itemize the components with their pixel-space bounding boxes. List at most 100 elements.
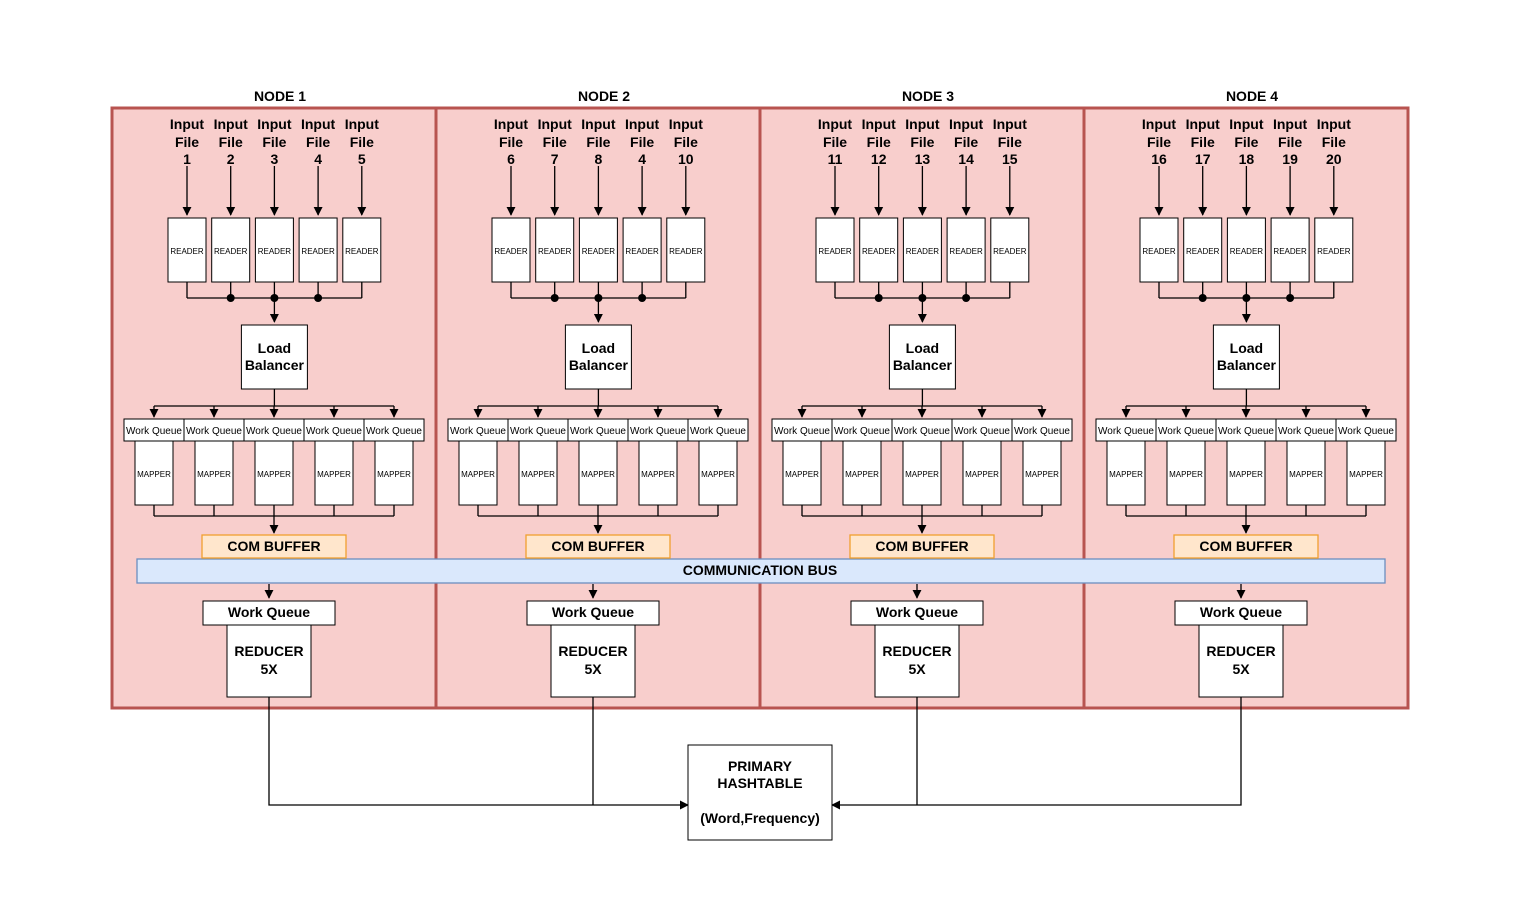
reader-box xyxy=(167,217,207,283)
reader-box xyxy=(1270,217,1310,283)
reader-label: READER xyxy=(345,247,379,256)
mapper-label: MAPPER xyxy=(701,470,735,479)
reader-box xyxy=(666,217,706,283)
input-file-label: File xyxy=(219,134,243,150)
input-file-label: File xyxy=(543,134,567,150)
work-queue-label: Work Queue xyxy=(690,426,746,437)
mapper-box xyxy=(962,440,1002,506)
reader-label: READER xyxy=(818,247,852,256)
mapper-box xyxy=(1286,440,1326,506)
reader-box xyxy=(211,217,251,283)
work-queue-label: Work Queue xyxy=(1014,426,1070,437)
hashtable-label: HASHTABLE xyxy=(717,775,802,791)
reader-label: READER xyxy=(1273,247,1307,256)
reader-label: READER xyxy=(214,247,248,256)
input-file-label: Input xyxy=(1142,116,1177,132)
junction-dot xyxy=(1198,294,1207,302)
mapper-label: MAPPER xyxy=(1289,470,1323,479)
com-buffer-box xyxy=(1173,534,1319,559)
input-file-label: File xyxy=(350,134,374,150)
work-queue-label: Work Queue xyxy=(1338,426,1394,437)
reader-label: READER xyxy=(1317,247,1351,256)
work-queue-label: Work Queue xyxy=(1218,426,1274,437)
mapper-box xyxy=(194,440,234,506)
mapper-box xyxy=(374,440,414,506)
mapper-label: MAPPER xyxy=(965,470,999,479)
node-1: NODE 1InputFile1READERInputFile2READERIn… xyxy=(123,88,425,698)
reader-box xyxy=(298,217,338,283)
mapper-label: MAPPER xyxy=(1169,470,1203,479)
reducer-box xyxy=(550,624,636,698)
reducer-to-hashtable-arrow xyxy=(831,697,1242,810)
communication-bus-label: COMMUNICATION BUS xyxy=(683,562,838,578)
mapper-label: MAPPER xyxy=(137,470,171,479)
reader-label: READER xyxy=(669,247,703,256)
com-buffer-label: COM BUFFER xyxy=(875,538,968,554)
com-buffer-label: COM BUFFER xyxy=(227,538,320,554)
input-file-label: Input xyxy=(818,116,853,132)
hashtable-label: PRIMARY xyxy=(728,758,793,774)
mapper-box xyxy=(458,440,498,506)
mapper-label: MAPPER xyxy=(905,470,939,479)
mapper-label: MAPPER xyxy=(197,470,231,479)
mapper-label: MAPPER xyxy=(521,470,555,479)
mapper-label: MAPPER xyxy=(1349,470,1383,479)
mapper-label: MAPPER xyxy=(1229,470,1263,479)
input-file-label: Input xyxy=(1229,116,1264,132)
input-file-number: 18 xyxy=(1239,151,1255,167)
input-file-label: File xyxy=(1191,134,1215,150)
input-file-label: Input xyxy=(1317,116,1352,132)
input-file-label: Input xyxy=(1186,116,1221,132)
load-balancer-label: Load xyxy=(258,340,291,356)
reader-label: READER xyxy=(170,247,204,256)
reducer-label: REDUCER xyxy=(234,643,303,659)
input-file-label: Input xyxy=(862,116,897,132)
junction-dot xyxy=(874,294,883,302)
input-file-label: File xyxy=(674,134,698,150)
input-file-label: Input xyxy=(581,116,616,132)
com-buffer-label: COM BUFFER xyxy=(551,538,644,554)
node-title: NODE 3 xyxy=(902,88,954,104)
input-file-label: File xyxy=(998,134,1022,150)
mapper-label: MAPPER xyxy=(845,470,879,479)
work-queue-label: Work Queue xyxy=(570,426,626,437)
reducer-label: REDUCER xyxy=(558,643,627,659)
mapper-box xyxy=(638,440,678,506)
input-file-label: File xyxy=(630,134,654,150)
reader-box xyxy=(254,217,294,283)
reducer-label: 5X xyxy=(584,661,602,677)
work-queue-label: Work Queue xyxy=(510,426,566,437)
reducer-work-queue-box xyxy=(1174,600,1308,626)
com-buffer-box xyxy=(201,534,347,559)
input-file-label: File xyxy=(823,134,847,150)
reducer-box xyxy=(226,624,312,698)
reducer-box xyxy=(1198,624,1284,698)
reader-label: READER xyxy=(906,247,940,256)
reader-box xyxy=(859,217,899,283)
com-buffer-box xyxy=(525,534,671,559)
reader-label: READER xyxy=(258,247,292,256)
input-file-label: File xyxy=(306,134,330,150)
reducer-work-queue-label: Work Queue xyxy=(552,604,634,620)
input-file-number: 20 xyxy=(1326,151,1342,167)
reader-label: READER xyxy=(494,247,528,256)
mapper-label: MAPPER xyxy=(317,470,351,479)
mapper-box xyxy=(1022,440,1062,506)
input-file-label: File xyxy=(910,134,934,150)
input-file-label: Input xyxy=(905,116,940,132)
work-queue-label: Work Queue xyxy=(1098,426,1154,437)
input-file-number: 8 xyxy=(595,151,603,167)
mapper-label: MAPPER xyxy=(581,470,615,479)
mapper-label: MAPPER xyxy=(377,470,411,479)
input-file-label: File xyxy=(1322,134,1346,150)
reader-label: READER xyxy=(1186,247,1220,256)
node-4: NODE 4InputFile16READERInputFile17READER… xyxy=(1095,88,1397,698)
reader-box xyxy=(1139,217,1179,283)
mapper-box xyxy=(134,440,174,506)
work-queue-label: Work Queue xyxy=(894,426,950,437)
mapper-label: MAPPER xyxy=(641,470,675,479)
mapper-box xyxy=(578,440,618,506)
input-file-label: Input xyxy=(538,116,573,132)
input-file-label: Input xyxy=(625,116,660,132)
